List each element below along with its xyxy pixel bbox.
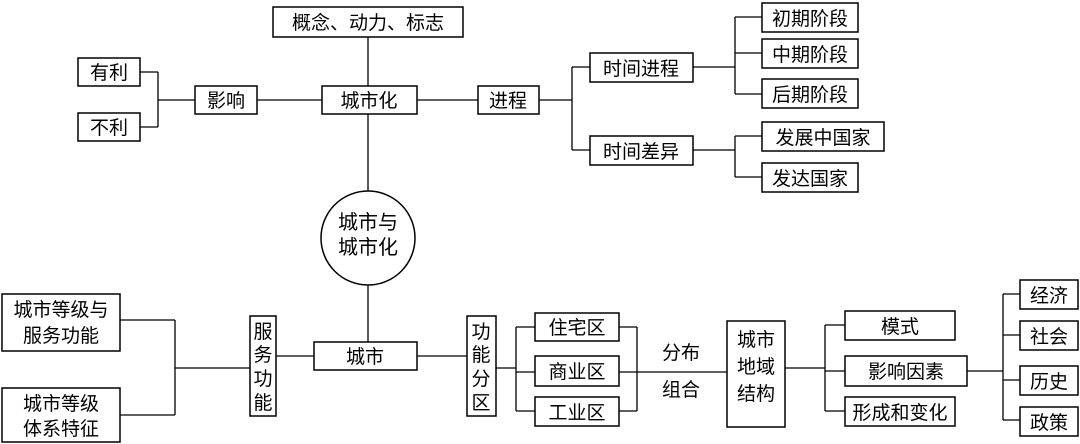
- node-process: 进程: [477, 85, 540, 115]
- node-industrial: 工业区: [534, 396, 620, 427]
- node-time-diff: 时间差异: [589, 135, 694, 166]
- stage-early-label: 初期阶段: [772, 8, 848, 30]
- node-city: 城市: [313, 341, 418, 371]
- stage-middle-label: 中期阶段: [772, 44, 848, 66]
- center-line-1: 城市与: [338, 210, 398, 234]
- node-stage-early: 初期阶段: [761, 2, 859, 33]
- level-system-line-2: 体系特征: [23, 418, 99, 440]
- economy-label: 经济: [1030, 285, 1068, 307]
- structure-line-1: 城市: [737, 329, 775, 351]
- urbanization-label: 城市化: [340, 90, 397, 112]
- favorable-label: 有利: [90, 62, 128, 84]
- node-commercial: 商业区: [534, 355, 620, 387]
- node-developing: 发展中国家: [761, 121, 885, 152]
- residential-label: 住宅区: [548, 317, 605, 339]
- node-influence: 影响: [194, 85, 258, 115]
- time-diff-label: 时间差异: [603, 141, 679, 163]
- node-formation: 形成和变化: [844, 396, 956, 427]
- industrial-label: 工业区: [548, 402, 605, 424]
- combination-label: 组合: [662, 379, 700, 401]
- node-time-process: 时间进程: [589, 52, 694, 83]
- node-stage-late: 后期阶段: [761, 78, 859, 109]
- commercial-label: 商业区: [548, 361, 605, 383]
- structure-line-3: 结构: [737, 383, 775, 405]
- node-residential: 住宅区: [534, 312, 620, 342]
- node-urbanization: 城市化: [321, 85, 418, 115]
- formation-label: 形成和变化: [852, 402, 947, 424]
- node-economy: 经济: [1019, 279, 1079, 310]
- service-char-2: 务: [253, 344, 272, 366]
- structure-line-2: 地域: [737, 356, 775, 378]
- node-factors: 影响因素: [844, 355, 968, 387]
- history-label: 历史: [1030, 371, 1068, 393]
- developed-label: 发达国家: [772, 168, 848, 190]
- node-developed: 发达国家: [761, 162, 859, 193]
- factors-label: 影响因素: [868, 361, 944, 383]
- node-functional-zone: 功 能 分 区: [466, 315, 497, 417]
- node-concept: 概念、动力、标志: [272, 6, 464, 38]
- level-function-line-1: 城市等级与: [13, 299, 108, 321]
- service-char-4: 能: [253, 392, 272, 414]
- society-label: 社会: [1030, 326, 1068, 348]
- stage-late-label: 后期阶段: [772, 84, 848, 106]
- city-label: 城市: [346, 346, 384, 368]
- concept-label: 概念、动力、标志: [292, 11, 444, 34]
- pattern-label: 模式: [881, 316, 919, 338]
- node-unfavorable: 不利: [77, 112, 141, 142]
- node-stage-middle: 中期阶段: [761, 38, 859, 69]
- center-node: 城市与 城市化: [320, 190, 416, 286]
- zone-char-2: 能: [471, 344, 490, 366]
- node-urban-structure: 城市 地域 结构: [726, 320, 786, 428]
- zone-char-3: 分: [471, 368, 490, 390]
- node-level-function: 城市等级与 服务功能: [1, 293, 121, 352]
- process-label: 进程: [489, 90, 527, 112]
- node-policy: 政策: [1019, 406, 1079, 437]
- node-level-system: 城市等级 体系特征: [1, 387, 121, 443]
- developing-label: 发展中国家: [775, 127, 870, 149]
- node-favorable: 有利: [77, 57, 141, 87]
- node-history: 历史: [1019, 365, 1079, 396]
- level-function-line-2: 服务功能: [23, 325, 99, 347]
- level-system-line-1: 城市等级: [23, 393, 99, 415]
- zone-char-4: 区: [471, 392, 490, 414]
- distribution-label: 分布: [662, 342, 700, 364]
- connector-lines: [120, 16, 1020, 421]
- node-pattern: 模式: [844, 310, 956, 341]
- service-char-1: 服: [253, 321, 272, 343]
- zone-char-1: 功: [471, 321, 490, 343]
- unfavorable-label: 不利: [90, 117, 128, 139]
- influence-label: 影响: [207, 90, 245, 112]
- node-society: 社会: [1019, 320, 1079, 351]
- center-line-2: 城市化: [338, 235, 398, 259]
- time-process-label: 时间进程: [603, 58, 679, 80]
- node-service-function: 服 务 功 能: [249, 315, 277, 417]
- policy-label: 政策: [1030, 412, 1068, 434]
- service-char-3: 功: [253, 368, 272, 390]
